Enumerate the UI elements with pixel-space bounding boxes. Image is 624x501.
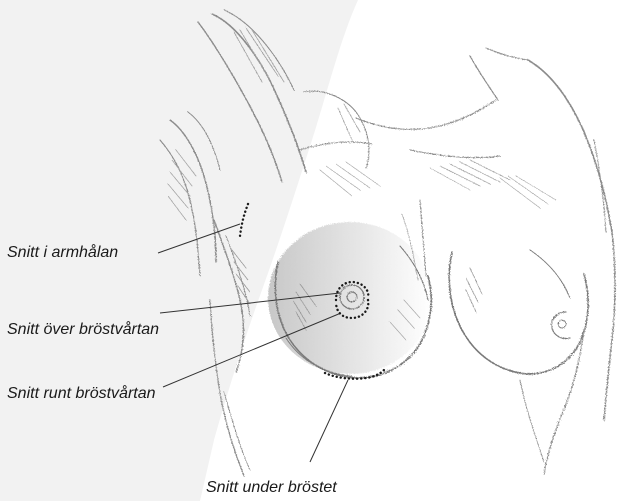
left-breast-sketch — [268, 222, 432, 378]
label-under-breast-incision: Snitt under bröstet — [206, 479, 337, 497]
label-above-nipple-incision: Snitt över bröstvårtan — [7, 321, 159, 339]
label-armpit-incision: Snitt i armhålan — [7, 244, 118, 262]
right-breast-sketch — [449, 250, 588, 374]
label-around-nipple-incision: Snitt runt bröstvårtan — [7, 385, 156, 403]
leader-line-under-breast — [310, 380, 348, 462]
